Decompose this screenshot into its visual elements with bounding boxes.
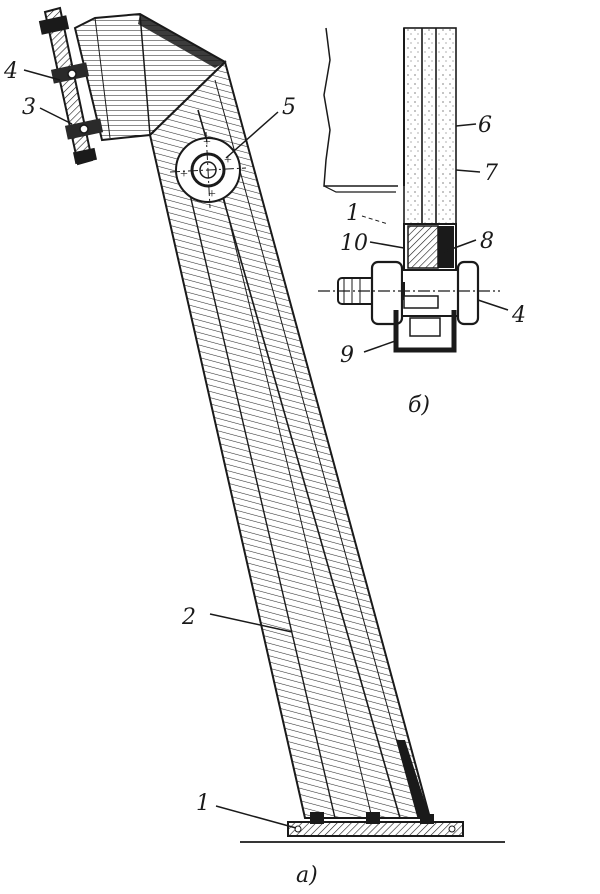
svg-text:+: + [203,135,211,150]
label-a-2: 2 [181,605,196,630]
leader-4b [477,299,509,311]
svg-text:+: + [224,153,232,168]
leader-7 [455,169,481,173]
label-b-8: 8 [480,229,494,254]
leader-9 [363,339,399,353]
label-a-5: 5 [282,95,296,120]
post-bend [73,12,227,142]
top-bracket [38,6,104,166]
label-a-4: 4 [3,59,18,84]
leader-8 [437,239,477,255]
svg-text:+: + [208,187,216,202]
view-a: + + + + 4 3 5 2 1 а) [3,6,505,888]
caption-b: б) [408,393,430,418]
label-b-6: 6 [478,113,492,138]
leader-6 [455,123,477,127]
label-b-9: 9 [340,343,354,368]
leader-1a [215,805,297,829]
bolt-assembly [318,260,500,326]
channel [403,27,457,225]
leader-4a [23,69,61,81]
leader-1b [361,215,389,225]
label-b-7: 7 [484,161,498,186]
mounting-hole: + + + + [169,131,247,209]
label-b-1: 1 [346,201,360,226]
label-b-4: 4 [511,303,526,328]
u-bracket [393,310,457,353]
panel-outline [323,27,398,187]
svg-text:+: + [180,167,188,182]
leader-3 [39,107,73,125]
base-plate [240,812,505,843]
caption-a: а) [296,863,318,888]
label-a-1: 1 [196,791,210,816]
label-a-3: 3 [22,95,36,120]
leader-2 [209,613,293,633]
label-b-10: 10 [340,231,368,256]
seal-block [403,223,457,271]
view-b: 1 10 8 6 7 4 9 б) [318,27,526,418]
leader-5 [225,111,279,159]
leader-10 [369,241,405,249]
